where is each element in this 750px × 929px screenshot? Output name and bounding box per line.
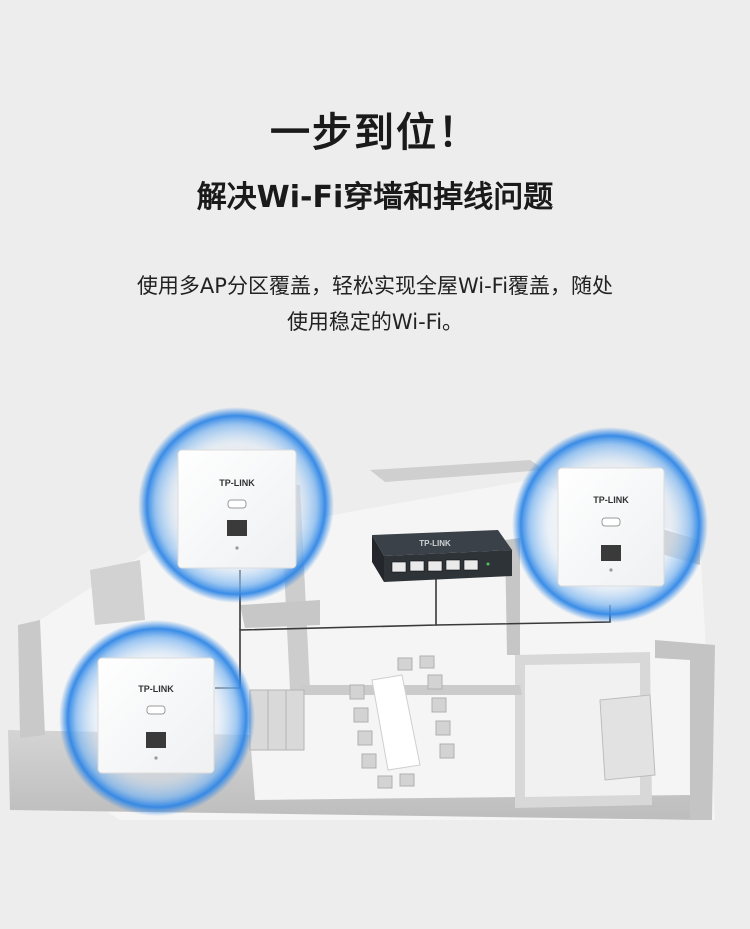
wall-outer-right [655, 640, 715, 820]
ap-3-brand: TP-LINK [138, 684, 174, 694]
ap-1-brand: TP-LINK [219, 478, 255, 488]
access-point-2: TP-LINK [557, 467, 665, 587]
description-line-2: 使用稳定的Wi-Fi。 [286, 310, 464, 334]
bookshelf [249, 689, 305, 751]
page-subtitle: 解决Wi-Fi穿墙和掉线问题 [196, 180, 554, 215]
chairs [349, 655, 455, 789]
dining-table [371, 674, 421, 771]
wall-outer-left [18, 620, 45, 738]
floor-plan-illustration: TP-LINK TP-LINK TP-LINK TP-LINK [8, 407, 715, 820]
wall-inner-5 [300, 685, 522, 695]
cabinet [599, 694, 656, 781]
wall-outer-top [370, 460, 545, 482]
wall-inner-8 [90, 560, 145, 625]
ap-2-brand: TP-LINK [593, 495, 629, 505]
description: 使用多AP分区覆盖，轻松实现全屋Wi-Fi覆盖，随处 使用稳定的Wi-Fi。 [60, 268, 690, 340]
switch-brand: TP-LINK [419, 539, 451, 548]
description-line-1: 使用多AP分区覆盖，轻松实现全屋Wi-Fi覆盖，随处 [136, 274, 614, 298]
access-point-3: TP-LINK [97, 657, 215, 774]
access-point-1: TP-LINK [177, 449, 297, 569]
network-switch: TP-LINK [372, 530, 512, 582]
page-title: 一步到位！ [270, 110, 480, 156]
wall-inner-2 [240, 600, 320, 628]
